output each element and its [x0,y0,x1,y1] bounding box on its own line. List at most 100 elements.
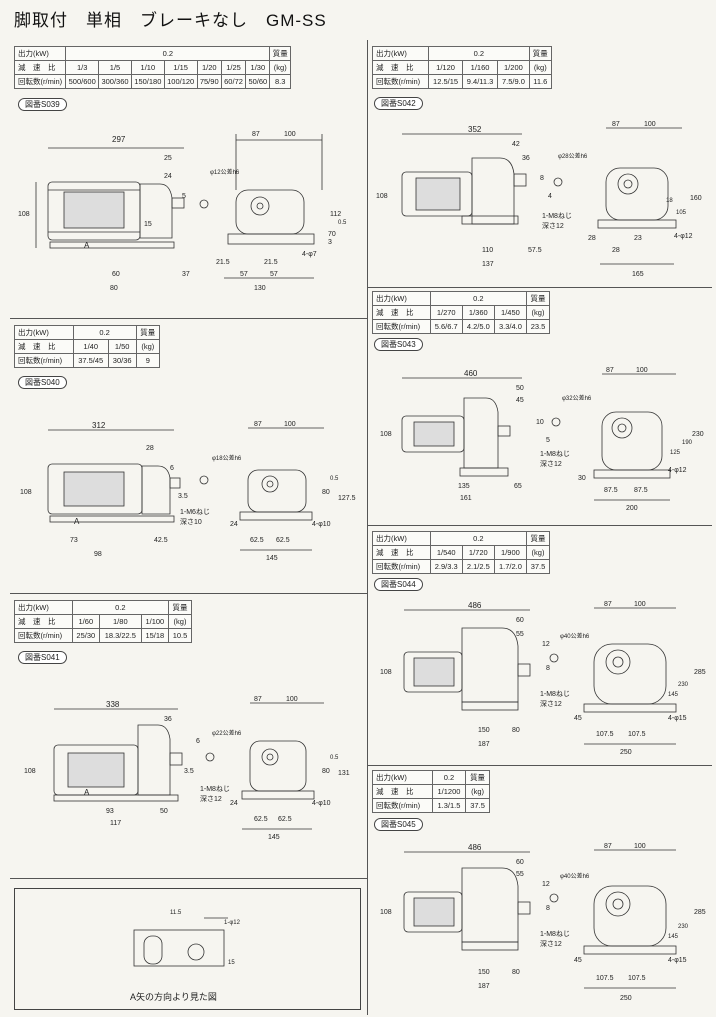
mass-label: 質量 [269,46,291,61]
dim-label: 50 [516,385,524,392]
speed-cell: 150/180 [130,74,165,89]
mass-label: 質量 [525,531,551,546]
speed-cell: 3.3/4.0 [493,319,527,334]
dim-label: 100 [644,121,656,128]
mass-unit: (kg) [135,339,161,354]
dim-label: 131 [338,770,350,777]
speed-cell: 75/90 [196,74,222,89]
dim-label: 87 [252,131,260,138]
dim-label: 37 [182,271,190,278]
power-label: 出力(kW) [14,600,73,615]
speed-cell: 1.3/1.5 [431,798,467,813]
drawing-s041: 338 36 108 131 87 100 φ22公差h6 6 3.5 1-M8… [24,696,350,841]
arrow-view-box [14,888,361,1010]
ratio-label: 減 速 比 [371,60,430,75]
speed-cell: 37.5/45 [72,353,109,368]
dim-label: 160 [690,195,702,202]
dim-label: 105 [676,210,687,216]
dim-label: 4-φ15 [668,715,687,722]
power-value: 0.2 [428,46,530,61]
dim-label: 3.5 [184,768,194,775]
dim-label: 87 [604,843,612,850]
dim-label: 深さ10 [180,517,202,526]
speed-cell: 9.4/11.3 [461,74,499,89]
column-divider [367,40,368,1015]
ratio-cell: 1/100 [140,614,170,629]
spec-table-s040: 出力(kW) 0.2 質量 減 速 比 1/40 1/50 (kg) 回転数(r… [14,325,161,368]
dim-label: 230 [692,431,704,438]
dim-label: 150 [478,969,490,976]
dim-label: 24 [230,521,238,528]
dim-label: 87 [612,121,620,128]
dim-label: 80 [110,285,118,292]
dim-label: 145 [668,934,679,940]
ratio-cell: 1/30 [245,60,271,75]
dim-label: 5 [182,193,186,200]
dim-label: 107.5 [596,975,614,982]
spec-table-s042: 出力(kW) 0.2 質量 減 速 比 1/120 1/160 1/200 (k… [371,46,553,89]
row-divider [367,525,712,526]
power-label: 出力(kW) [14,325,74,340]
dim-label: φ18公差h6 [212,454,242,462]
dim-label: 107.5 [628,731,646,738]
dim-label: φ32公差h6 [562,394,592,402]
dim-label: 190 [682,440,693,446]
ratio-label: 減 速 比 [13,60,67,75]
dim-label: 65 [514,483,522,490]
dim-label: 3.5 [178,493,188,500]
mass-label: 質量 [528,46,553,61]
dim-label: 45 [574,957,582,964]
power-label: 出力(kW) [13,46,67,61]
figure-number: 図番S041 [18,651,67,664]
ratio-cell: 1/25 [220,60,247,75]
dim-label: 87 [606,367,614,374]
dim-label: 80 [512,969,520,976]
dim-label: 1-M6ねじ [180,508,210,516]
dim-label: 4-φ15 [668,957,687,964]
speed-label: 回転数(r/min) [371,74,430,89]
figure-number: 図番S039 [18,98,67,111]
mass-label: 質量 [168,600,192,615]
dim-label: 60 [112,271,120,278]
ratio-cell: 1/450 [493,305,527,320]
speed-cell: 4.2/5.0 [461,319,495,334]
dim-label: 24 [230,800,238,807]
power-value: 0.2 [429,291,527,306]
dim-label: 161 [460,495,472,502]
dim-label: 30 [578,475,586,482]
dim-label: 100 [634,601,646,608]
spec-table-s041: 出力(kW) 0.2 質量 減 速 比 1/60 1/80 1/100 (kg)… [14,600,192,643]
power-label: 出力(kW) [372,531,431,546]
arrow-label: A [74,517,80,526]
dim-label: 87 [604,601,612,608]
dim-label: 0.5 [330,755,339,761]
dim-label: 1-M8ねじ [542,212,572,220]
dim-label: 0.5 [338,220,347,226]
speed-cell: 1.7/2.0 [493,559,527,574]
dim-label: 338 [106,700,120,709]
mass-label: 質量 [465,770,490,785]
drawing-s040: 312 28 108 127.5 87 100 φ18公差h6 6 3.5 1-… [20,421,356,562]
row-divider [10,593,367,594]
dim-label: 87.5 [634,487,648,494]
dim-label: 18 [666,198,673,204]
dim-label: 145 [668,692,679,698]
dim-label: 108 [24,768,36,775]
dim-label: 165 [632,271,644,278]
ratio-cell: 1/120 [428,60,463,75]
dim-label: 145 [268,834,280,841]
dim-label: 57 [240,271,248,278]
speed-label: 回転数(r/min) [14,353,74,368]
ratio-label: 減 速 比 [372,305,431,320]
dim-label: 187 [478,741,490,748]
power-value: 0.2 [71,600,170,615]
dim-label: 3 [328,239,332,246]
dim-label: 57.5 [528,247,542,254]
dim-label: 6 [196,738,200,745]
dim-label: 8 [546,905,550,912]
dim-label: 4-φ12 [674,233,693,240]
dim-label: 62.5 [250,537,264,544]
speed-label: 回転数(r/min) [13,74,67,89]
speed-label: 回転数(r/min) [372,559,431,574]
row-divider [367,287,712,288]
